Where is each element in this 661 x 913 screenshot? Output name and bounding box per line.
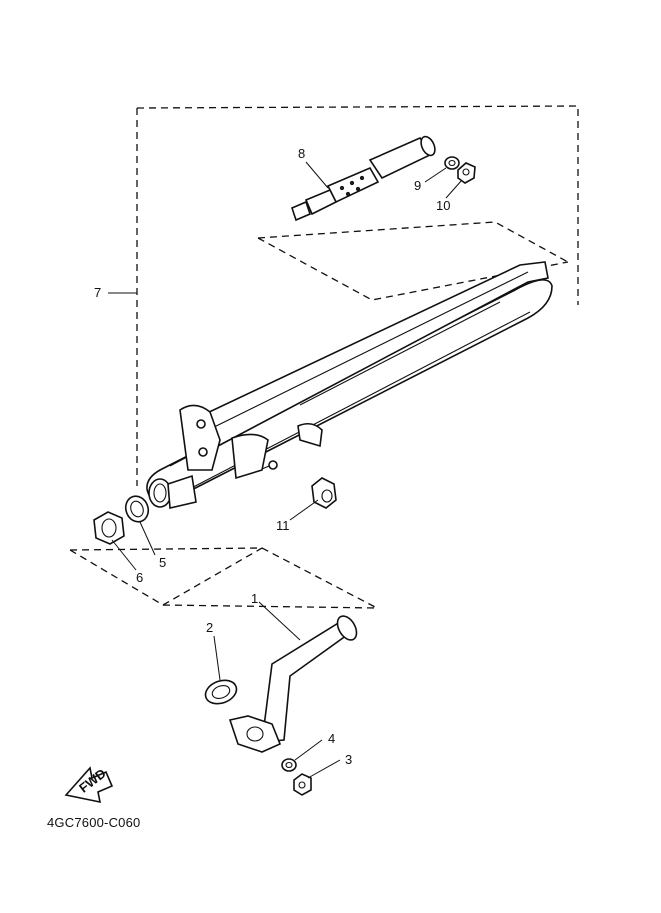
callout-2: 2 <box>206 620 213 635</box>
nut-10[interactable] <box>457 162 476 184</box>
gasket-5[interactable] <box>122 493 152 525</box>
leader-1 <box>258 601 301 641</box>
gasket-2[interactable] <box>202 676 240 708</box>
leader-3 <box>307 759 341 779</box>
pipe-group-lines <box>69 547 378 609</box>
callout-3: 3 <box>345 752 352 767</box>
muffler[interactable] <box>146 261 553 509</box>
callout-6: 6 <box>136 570 143 585</box>
exhaust-pipe-1[interactable] <box>228 613 360 753</box>
leader-8 <box>305 161 329 189</box>
leader-11 <box>289 499 319 521</box>
fwd-arrow-icon: FWD <box>64 766 114 804</box>
assembly-boundary-7 <box>136 105 579 486</box>
nut-11[interactable] <box>311 477 337 509</box>
washer-9[interactable] <box>444 156 460 170</box>
leader-4 <box>294 739 323 761</box>
leader-5 <box>139 521 156 556</box>
callout-5: 5 <box>159 555 166 570</box>
callout-11: 11 <box>276 518 290 533</box>
leader-10 <box>445 179 463 199</box>
callout-4: 4 <box>328 731 335 746</box>
nut-3[interactable] <box>293 773 312 796</box>
leader-2 <box>213 635 221 681</box>
callout-8: 8 <box>298 146 305 161</box>
washer-4[interactable] <box>281 758 297 772</box>
leader-9 <box>424 167 447 183</box>
leader-6 <box>111 539 137 571</box>
spark-arrester[interactable] <box>291 134 438 222</box>
callout-9: 9 <box>414 178 421 193</box>
catalog-code: 4GC7600-C060 <box>47 815 141 830</box>
callout-10: 10 <box>436 198 450 213</box>
muffler-group-lines <box>257 221 569 301</box>
clamp-6[interactable] <box>93 511 125 545</box>
callout-1: 1 <box>251 591 258 606</box>
callout-7: 7 <box>94 285 101 300</box>
